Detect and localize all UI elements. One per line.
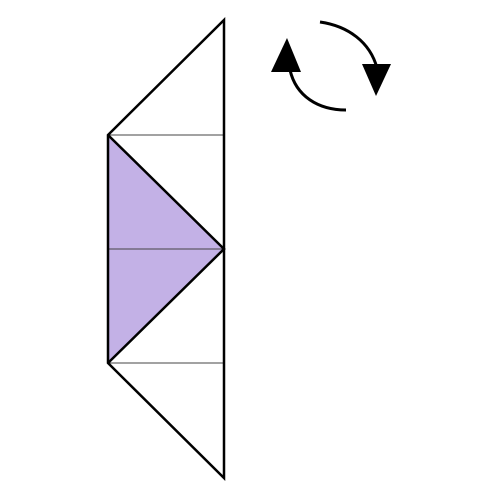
diagonal-fold-edges	[107, 134, 226, 364]
clockwise-arrow-curve	[319, 20, 379, 69]
turn-over-arrows-icon	[271, 20, 391, 112]
counterclockwise-arrow-curve	[288, 69, 347, 112]
counterclockwise-arrowhead	[271, 38, 301, 72]
clockwise-arrowhead	[362, 64, 391, 96]
